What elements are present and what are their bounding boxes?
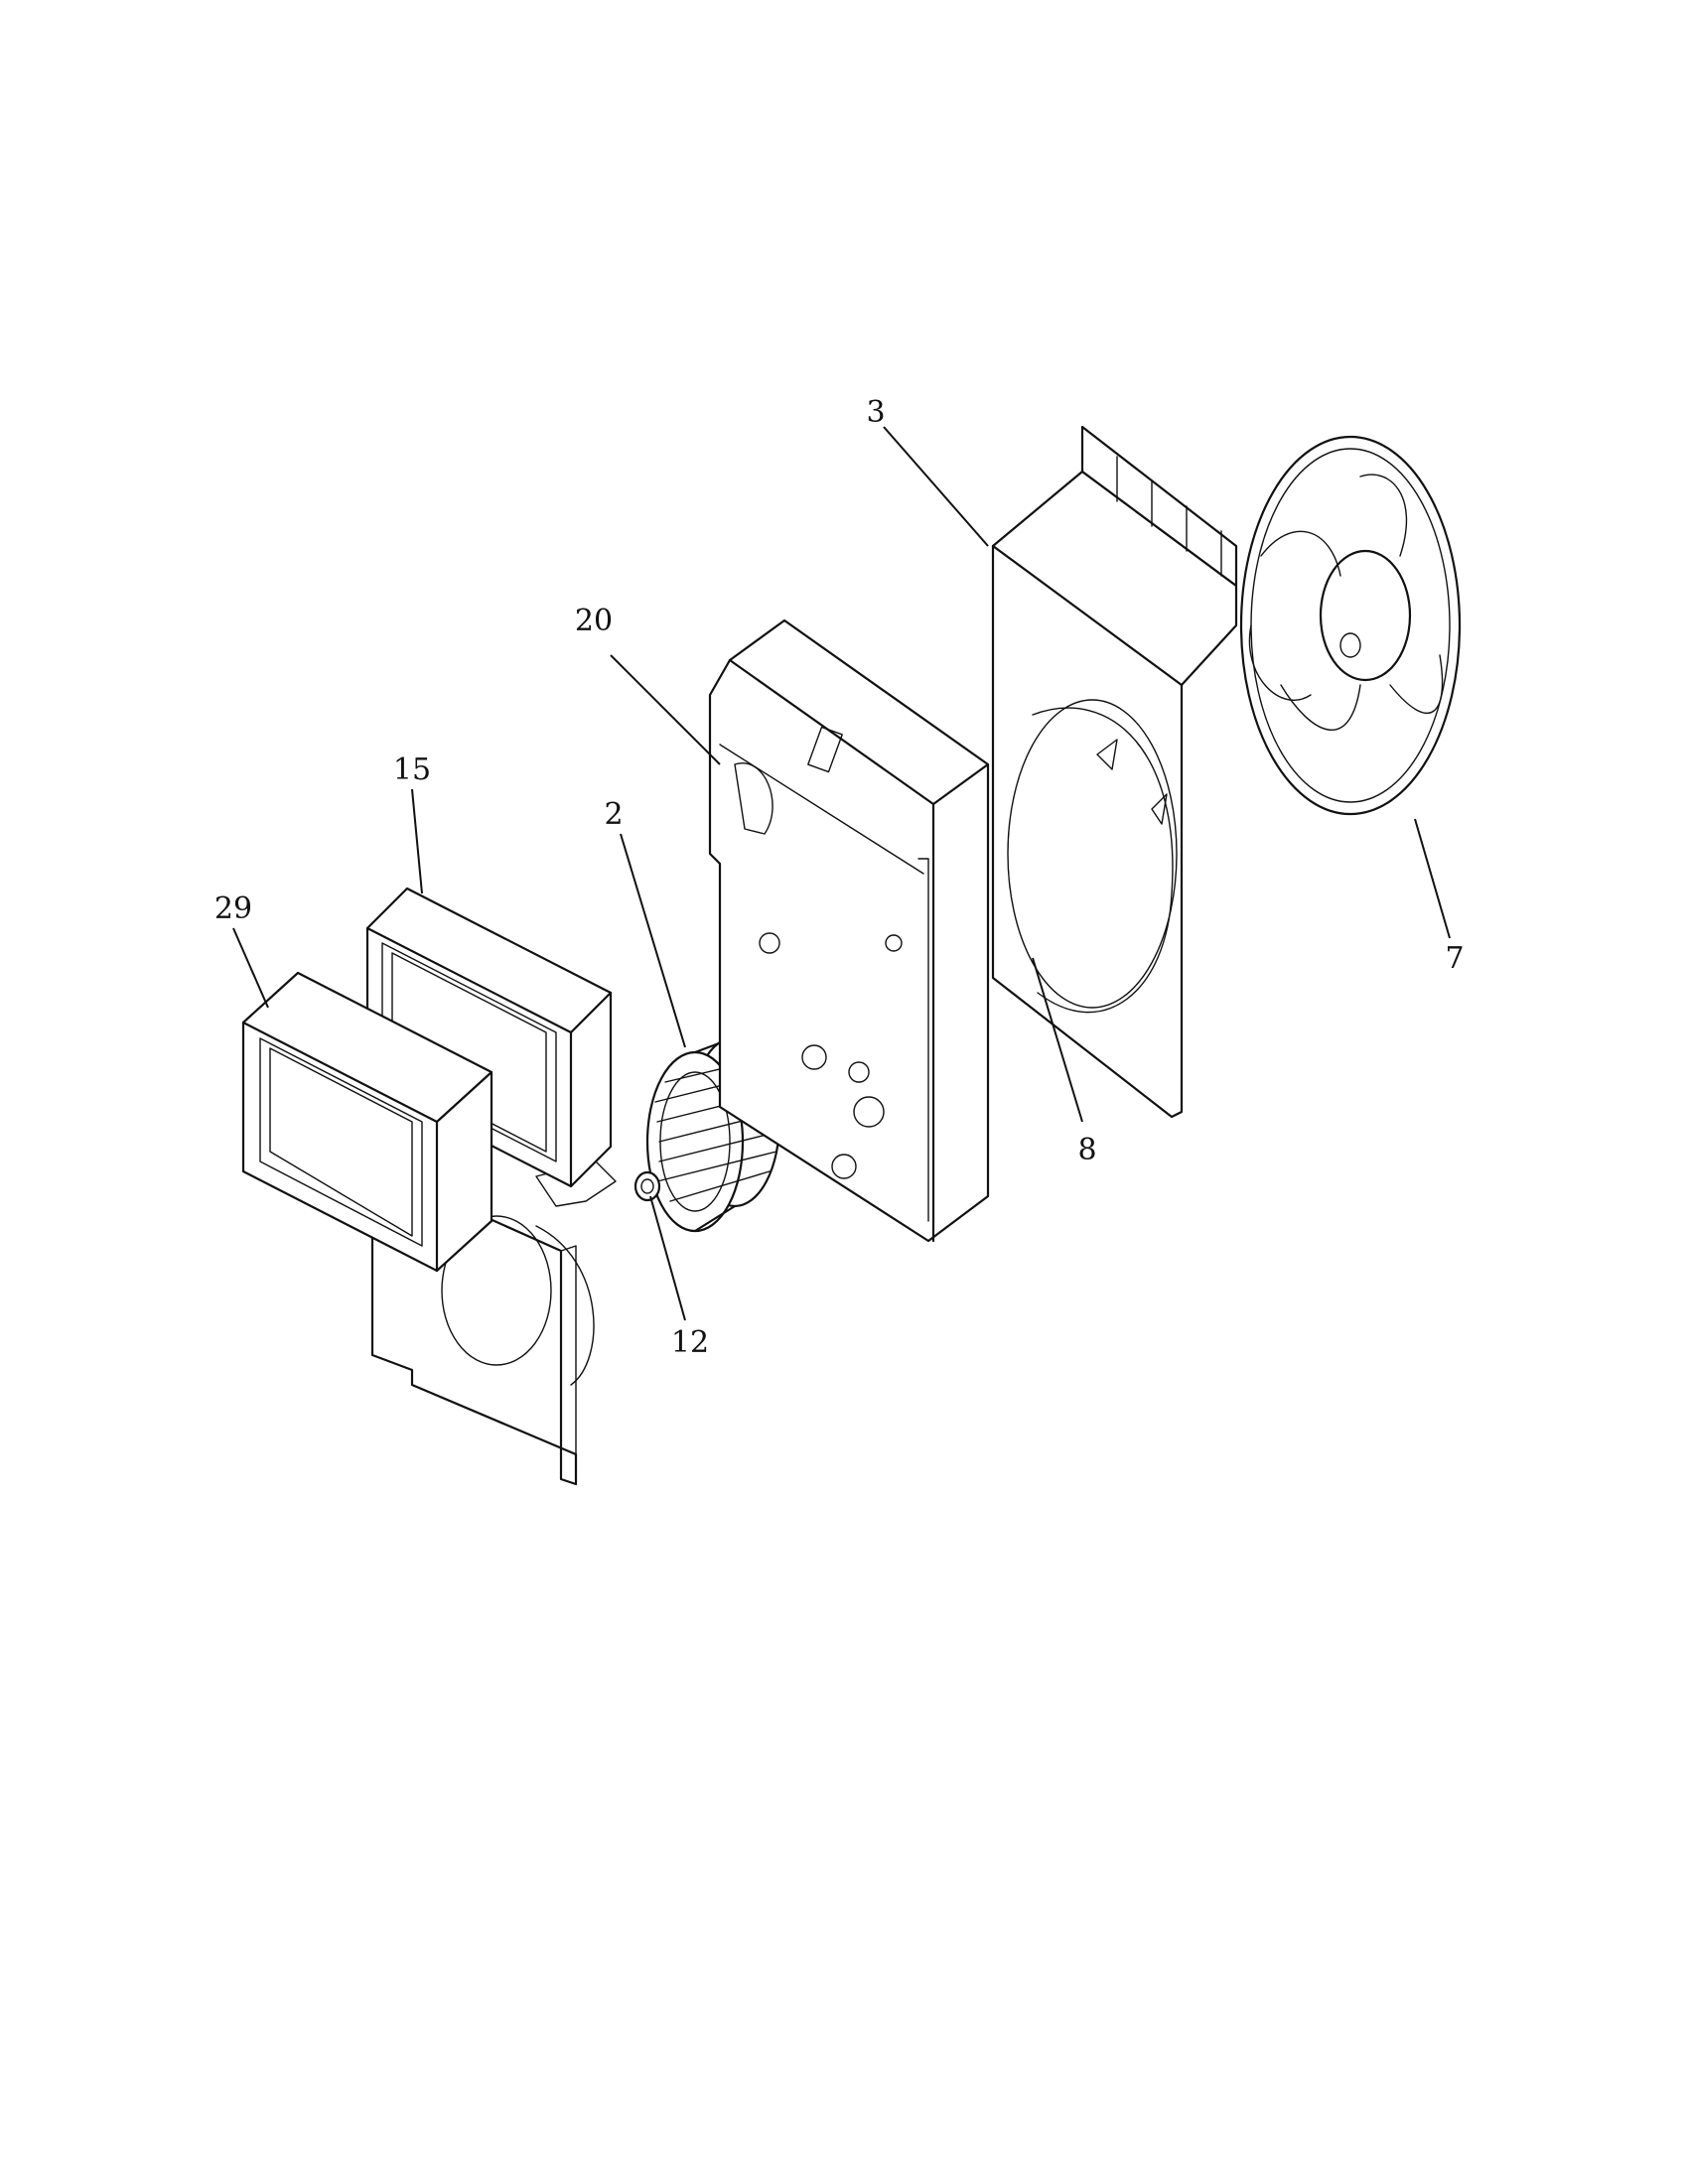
part-29-duct-frame bbox=[241, 971, 493, 1273]
part-7-fan-blade bbox=[1239, 435, 1462, 816]
callout-7: 7 bbox=[1445, 941, 1464, 976]
leader-8 bbox=[1032, 957, 1083, 1123]
callout-20: 20 bbox=[575, 604, 613, 638]
leader-29 bbox=[232, 927, 269, 1009]
callout-labels: 3 20 15 2 29 7 8 12 bbox=[214, 395, 1465, 1360]
callout-2: 2 bbox=[604, 797, 623, 832]
part-20-scroll-panel bbox=[708, 618, 990, 1243]
callout-3: 3 bbox=[866, 395, 885, 430]
label-sticker-icon bbox=[807, 726, 843, 773]
leader-3 bbox=[883, 426, 989, 547]
leader-7 bbox=[1414, 818, 1451, 939]
leader-12 bbox=[649, 1195, 686, 1321]
leader-20 bbox=[610, 654, 721, 765]
callout-12: 12 bbox=[671, 1325, 709, 1360]
callout-15: 15 bbox=[393, 752, 431, 787]
part-3-shroud-panel bbox=[991, 425, 1238, 1119]
leader-2 bbox=[620, 833, 686, 1048]
part-12-clamp bbox=[633, 1170, 661, 1202]
callout-29: 29 bbox=[214, 891, 252, 926]
leader-lines bbox=[232, 426, 1451, 1321]
leader-15 bbox=[411, 788, 423, 894]
callout-8: 8 bbox=[1077, 1133, 1096, 1167]
